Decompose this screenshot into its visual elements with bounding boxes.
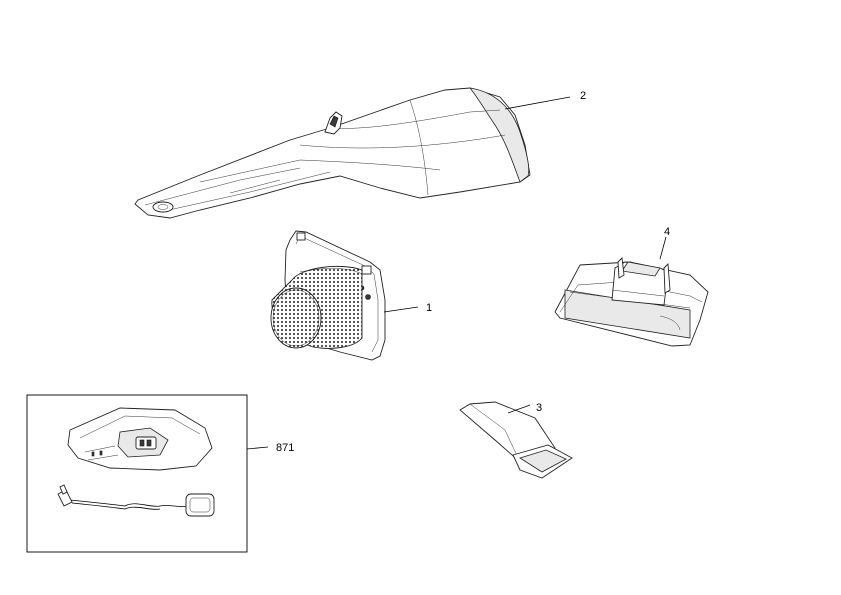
callout-label-1: 1	[426, 302, 432, 314]
charger-kit-frame	[26, 394, 248, 553]
filter-assembly	[270, 230, 386, 361]
charging-base	[554, 257, 709, 347]
leader-line-1	[383, 306, 419, 313]
callout-label-871: 871	[276, 442, 294, 454]
leader-line-871	[246, 446, 269, 450]
leader-line-3	[507, 404, 531, 414]
leader-line-4	[659, 236, 667, 260]
vacuum-body	[134, 87, 531, 219]
leader-line-2	[504, 96, 571, 110]
callout-label-3: 3	[536, 402, 542, 414]
callout-label-2: 2	[580, 90, 586, 102]
crevice-tool	[459, 401, 573, 479]
callout-label-4: 4	[664, 226, 670, 238]
